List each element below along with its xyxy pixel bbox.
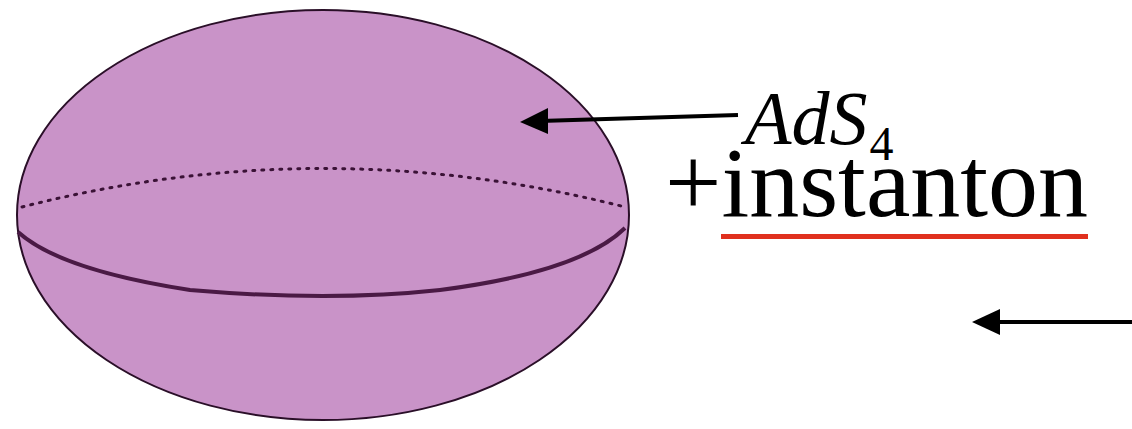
arrow-head [520,108,548,134]
sphere [17,10,629,420]
equator-front [18,228,625,296]
red-underline [721,234,1088,239]
pointer-arrow [540,115,738,121]
arrow-head [972,309,1000,335]
instanton-label: +instanton [665,133,1088,233]
pointer-arrow [995,320,1132,324]
equator-back [22,169,625,208]
